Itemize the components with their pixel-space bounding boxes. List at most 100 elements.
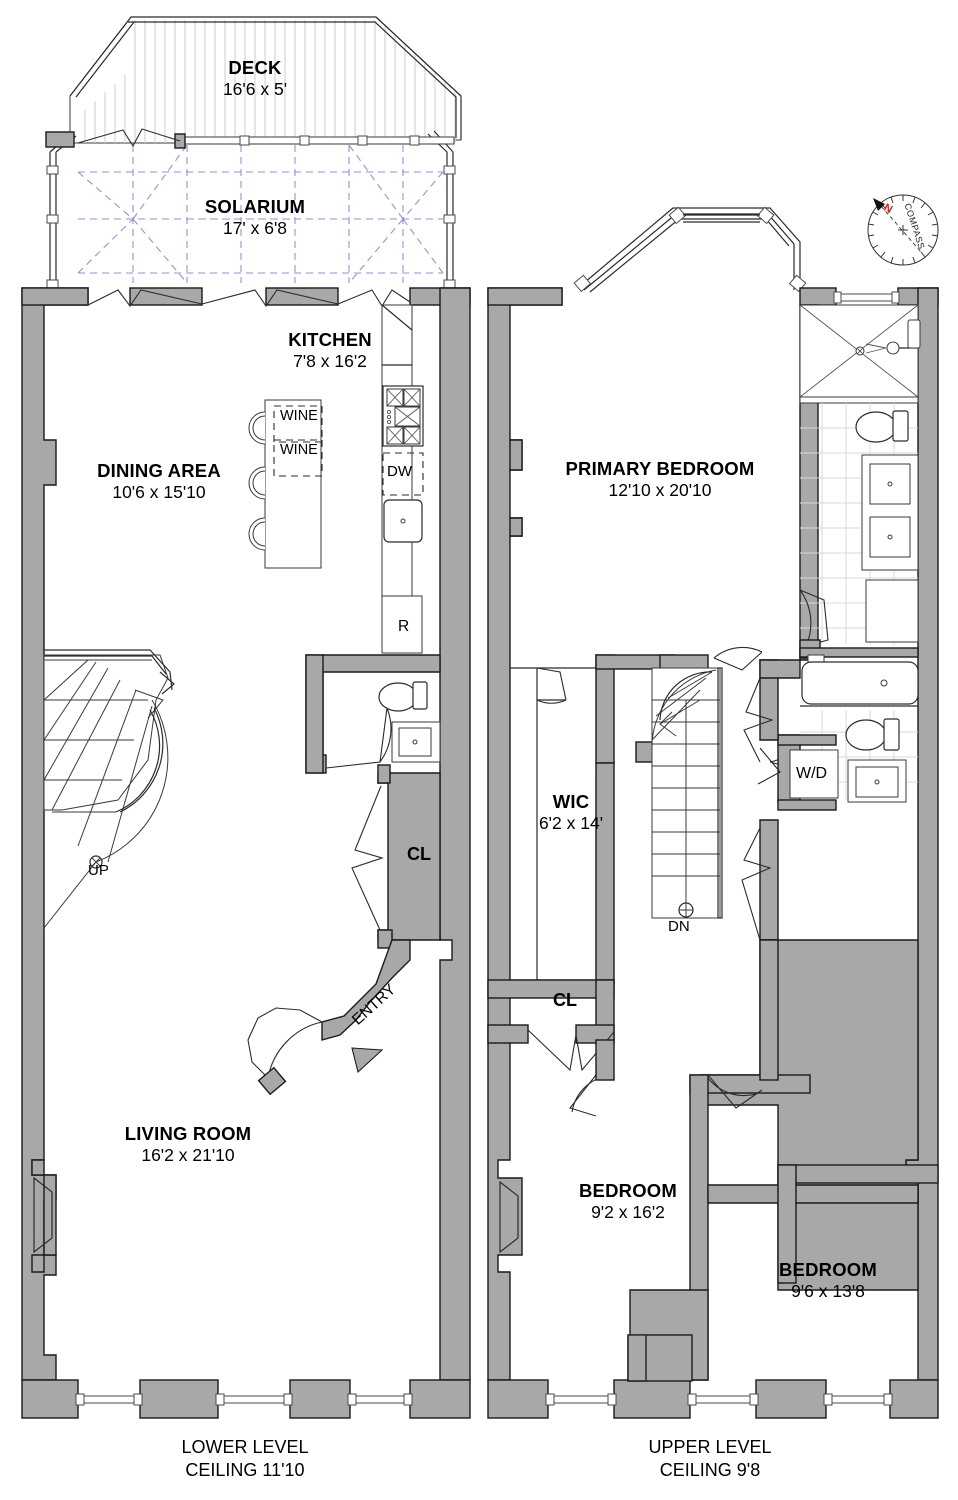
room-label-primary-bedroom: PRIMARY BEDROOM 12'10 x 20'10 xyxy=(545,458,775,500)
stair-left-wall xyxy=(595,654,615,764)
hall-bifold-doors xyxy=(743,677,774,763)
refrigerator-label: R xyxy=(398,618,410,635)
powder-room xyxy=(305,654,441,774)
upper-level-ceiling: CEILING 9'8 xyxy=(659,1460,761,1481)
upper-closet-label: CL xyxy=(553,990,577,1010)
solarium-right-glazing xyxy=(427,130,456,289)
washer-dryer-label: W/D xyxy=(796,765,828,782)
deck-rail-outer xyxy=(131,16,462,140)
hall-bifold-doors-2 xyxy=(741,827,772,941)
bath-north-window xyxy=(835,293,899,302)
lower-right-exterior-wall xyxy=(439,287,471,1381)
powder-sink xyxy=(391,721,441,763)
powder-toilet xyxy=(378,681,428,712)
room-label-dining-area: DINING AREA 10'6 x 15'10 xyxy=(64,460,254,502)
bathtub xyxy=(801,661,919,705)
room-label-bedroom-2: BEDROOM 9'2 x 16'2 xyxy=(538,1180,718,1222)
primary-bathroom xyxy=(799,304,921,661)
upper-south-wall-mid1 xyxy=(613,1379,691,1419)
upper-level-walls xyxy=(487,287,939,1419)
north-wall-seg2 xyxy=(129,287,203,306)
second-sink xyxy=(847,759,907,803)
deck-rail-inner xyxy=(128,21,457,138)
range-cooktop xyxy=(382,385,424,447)
refrigerator-outline xyxy=(381,595,423,654)
south-wall-mid xyxy=(139,1379,219,1419)
island-counter xyxy=(264,399,322,569)
north-wall-seg1 xyxy=(21,287,89,306)
primary-bedroom-name: PRIMARY BEDROOM xyxy=(565,458,755,479)
laundry-closet xyxy=(757,734,839,811)
upper-south-wall-right xyxy=(889,1379,939,1419)
stair-up-arrow xyxy=(134,689,164,719)
primary-double-vanity xyxy=(861,454,919,571)
room-label-wic: WIC 6'2 x 14' xyxy=(512,791,630,833)
room-label-kitchen: KITCHEN 7'8 x 16'2 xyxy=(250,329,410,371)
kitchen-fixtures xyxy=(381,304,424,654)
solarium-structure xyxy=(45,128,456,289)
south-wall-left xyxy=(21,1379,79,1419)
primary-bath-cabinet xyxy=(865,579,919,643)
kitchen-name: KITCHEN xyxy=(288,329,372,350)
cl-bifold-doors xyxy=(527,1029,615,1072)
second-bath-top-wall xyxy=(799,647,919,658)
living-room-fireplace-alcove xyxy=(31,1159,57,1273)
solarium-left-glazing xyxy=(46,132,77,289)
bedroom1-door-swing xyxy=(569,1074,597,1117)
deck-rail-left-inner xyxy=(75,21,135,98)
bedroom3-dimensions: 9'6 x 13'8 xyxy=(791,1280,865,1301)
primary-bedroom-bay-window xyxy=(573,206,807,293)
entry-area xyxy=(247,939,411,1096)
room-label-living-room: LIVING ROOM 16'2 x 21'10 xyxy=(98,1123,278,1165)
stair-landing-door xyxy=(713,651,763,671)
cl-top-wall xyxy=(487,979,615,999)
upper-north-wall-left xyxy=(487,287,563,306)
powder-door-swing xyxy=(325,707,388,769)
bedroom-fireplace-hearth xyxy=(499,1180,519,1254)
upper-level-staircase xyxy=(595,646,763,919)
bedroom3-name: BEDROOM xyxy=(778,1259,877,1280)
secondary-bathroom xyxy=(769,647,919,803)
stair-treads-lower xyxy=(43,659,169,863)
upper-level-plan xyxy=(487,194,939,1419)
primary-shower xyxy=(799,304,921,398)
entry-wall-jog xyxy=(321,939,411,1041)
dining-name: DINING AREA xyxy=(97,460,221,481)
kitchen-sink xyxy=(383,499,423,543)
deck-dimensions: 16'6 x 5' xyxy=(222,78,288,99)
dishwasher-outline xyxy=(382,452,424,496)
stair-dn-label: DN xyxy=(668,918,690,935)
south-wall-end xyxy=(409,1379,471,1419)
dining-island xyxy=(248,399,323,569)
upper-interior-partitions xyxy=(569,659,939,1382)
north-wall-seg3 xyxy=(265,287,339,306)
bedroom2-door-swing xyxy=(707,1074,763,1109)
wic-door-swing xyxy=(536,667,567,701)
stair-up-label: UP xyxy=(88,862,109,879)
living-room-dimensions: 16'2 x 21'10 xyxy=(141,1144,235,1165)
compass-north-arrow xyxy=(873,198,885,211)
second-toilet xyxy=(845,718,900,751)
lower-closet xyxy=(351,764,441,949)
wic-dimensions: 6'2 x 14' xyxy=(538,812,604,833)
dining-dimensions: 10'6 x 15'10 xyxy=(112,481,206,502)
kitchen-north-doors-b xyxy=(201,289,339,307)
kitchen-dimensions: 7'8 x 16'2 xyxy=(293,350,367,371)
entry-direction-triangle xyxy=(351,1047,384,1074)
room-label-deck: DECK 16'6 x 5' xyxy=(175,57,335,99)
wine-cooler-1 xyxy=(273,405,323,443)
upper-stair-treads xyxy=(651,669,720,910)
solarium-name: SOLARIUM xyxy=(204,196,306,217)
entry-door-swing xyxy=(247,1007,323,1079)
bedroom2-name: BEDROOM xyxy=(578,1180,677,1201)
wine-cooler-1-label: WINE xyxy=(280,408,318,424)
wine-cooler-2 xyxy=(273,439,323,477)
wd-door-swing xyxy=(757,747,781,785)
deck-name: DECK xyxy=(228,57,282,78)
lower-level-ceiling: CEILING 11'10 xyxy=(185,1460,305,1481)
upper-south-wall-left xyxy=(487,1379,549,1419)
bedroom2-north-wall xyxy=(777,1164,939,1184)
deck-decking-lines xyxy=(84,20,456,143)
